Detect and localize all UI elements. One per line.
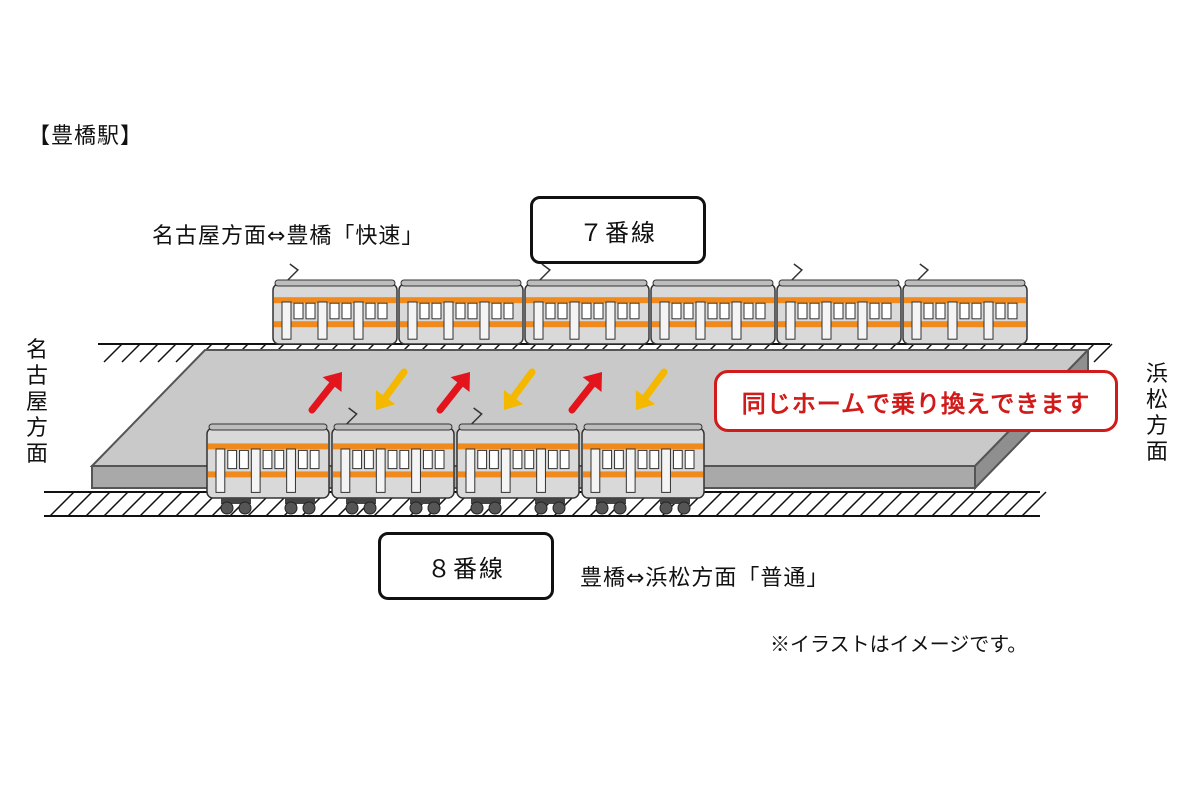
track-7-label: ７番線 — [530, 196, 706, 264]
train-car — [776, 263, 902, 345]
transfer-message: 同じホームで乗り換えできます — [714, 370, 1118, 432]
transfer-arrows — [308, 368, 668, 414]
track-8-label: ８番線 — [378, 532, 554, 600]
train-car — [524, 263, 650, 345]
transfer-arrow — [503, 368, 536, 410]
train-car — [902, 263, 1028, 345]
transfer-arrow — [436, 372, 470, 414]
transfer-arrow — [635, 368, 668, 410]
train-car — [581, 423, 705, 499]
transfer-arrow — [375, 368, 408, 410]
train-car — [331, 407, 455, 499]
illustration-note: ※イラストはイメージです。 — [770, 632, 1028, 656]
top-route-label: 名古屋方面⇔豊橋「快速」 — [152, 224, 425, 249]
train-car — [650, 279, 776, 345]
station-title: 【豊橋駅】 — [28, 124, 144, 149]
lower-train — [206, 407, 705, 515]
train-car — [272, 263, 398, 345]
bottom-route-label: 豊橋⇔浜松方面「普通」 — [580, 566, 830, 591]
train-car — [398, 279, 524, 345]
right-direction-label: 浜松方面 — [1145, 362, 1168, 465]
transfer-arrow — [568, 372, 602, 414]
upper-train — [272, 263, 1028, 345]
transfer-arrow — [308, 372, 342, 414]
left-direction-label: 名古屋方面 — [25, 338, 48, 467]
train-car — [456, 407, 580, 499]
train-car — [206, 423, 330, 499]
